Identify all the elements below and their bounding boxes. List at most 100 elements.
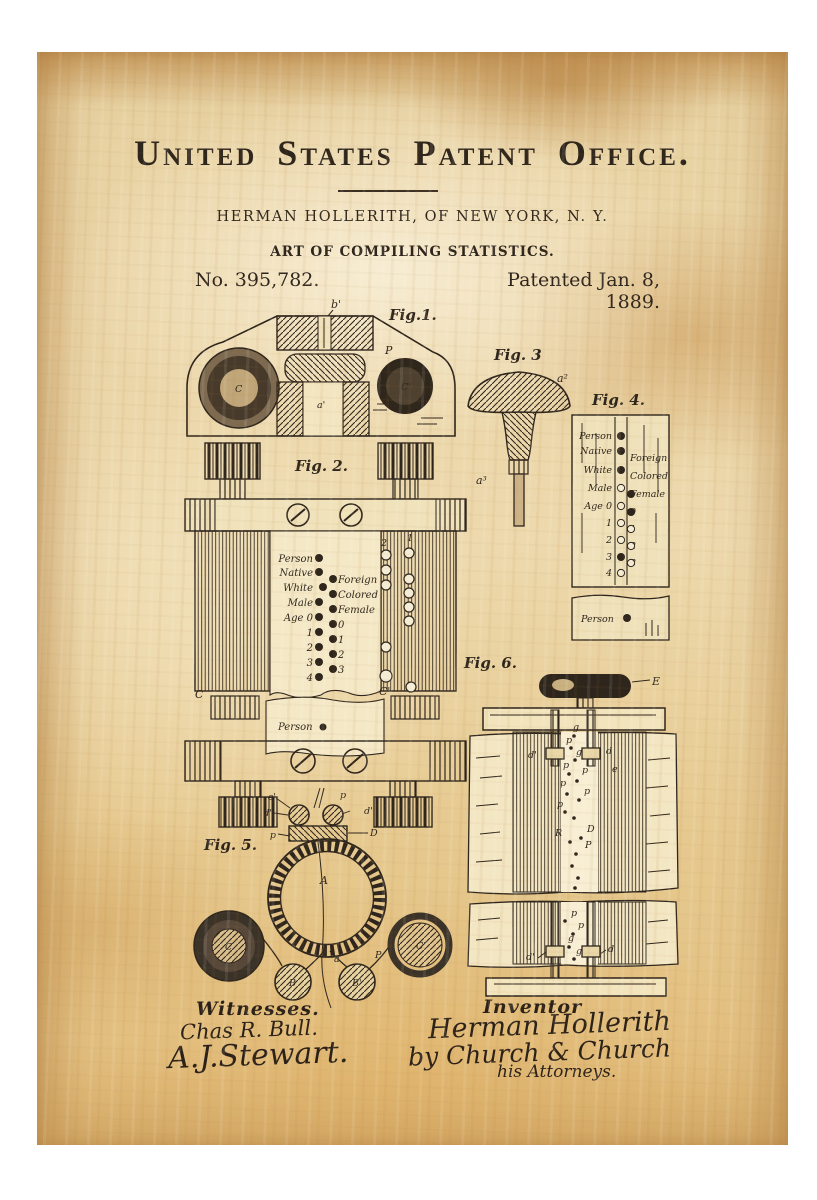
fig6-letter: D [586, 824, 595, 835]
fig4-strip-label: 1 [606, 518, 612, 529]
witness-signature-2: A.J.Stewart. [167, 1034, 349, 1077]
fig2-strip-label: 1 [338, 635, 344, 646]
fig4-bottom-label: Person [580, 614, 614, 625]
fig2-strip-label: Foreign [337, 575, 377, 586]
fig4-strip-label: Native [579, 446, 612, 457]
fig6-upper-letters: g p g p p p p p D R P [554, 722, 595, 851]
fig5-ref-ring: A [319, 874, 328, 887]
fig1-ref-p: P [384, 344, 393, 357]
fig4-label: Fig. 4. [591, 391, 645, 409]
fig6-letter: g [576, 747, 582, 758]
figure-6-drawing: Fig. 6. E d' d e g p g p p [463, 654, 679, 997]
fig6-upper-dots [563, 734, 583, 890]
fig2-strip-label: Female [337, 605, 375, 616]
inventor-line: HERMAN HOLLERITH, OF NEW YORK, N. Y. [216, 209, 609, 225]
fig4-strip-label: Female [629, 489, 665, 500]
fig1-ref-c1: C' [401, 382, 411, 393]
fig6-letter: p [578, 920, 584, 931]
fig2-strip-label: 2 [337, 650, 344, 661]
fig6-letter: p [584, 786, 590, 797]
fig6-ref-e: E [651, 675, 660, 688]
title-divider [338, 190, 438, 192]
fig5-ref-c: C [225, 942, 233, 953]
fig6-ref-d1-lower: d' [526, 952, 535, 963]
figure-5-drawing: Fig. 5. e' p d' d' p D A C [193, 787, 453, 1009]
fig3-ref-a3: a³ [476, 474, 487, 487]
fig6-letter: P [584, 840, 592, 851]
fig6-letter: g [573, 722, 579, 733]
fig6-ref-d1: d' [528, 750, 537, 761]
fig2-strip-label: Age 0 [283, 613, 314, 624]
fig2-strip-label: Colored [338, 590, 378, 601]
fig5-ref-d-left: d' [263, 808, 272, 819]
fig5-ref-b1: B' [351, 978, 362, 989]
fig2-strip-label: 1 [307, 628, 313, 639]
fig2-punch-holes [315, 554, 337, 681]
fig6-label: Fig. 6. [463, 654, 517, 672]
fig2-strip-label: 2 [306, 643, 313, 654]
inventor-heading: Inventor [483, 996, 583, 1018]
fig5-ref-p-top: p [340, 790, 346, 801]
patent-title: ART OF COMPILING STATISTICS. [270, 244, 555, 260]
fig5-ref-b: B [288, 978, 296, 989]
fig6-ref-e2: e [612, 764, 618, 775]
patent-date: Patented Jan. 8, 1889. [507, 269, 660, 313]
page-title: United States Patent Office. [134, 133, 691, 173]
fig1-label: Fig.1. [388, 306, 437, 324]
fig1-ref-b1: b' [331, 298, 341, 311]
fig6-letter: p [560, 778, 566, 789]
fig2-bottom-label: Person [277, 722, 313, 733]
fig4-strip-label: Male [587, 483, 612, 494]
fig5-ref-p-left: p [270, 830, 276, 841]
fig6-letter: p [563, 760, 569, 771]
fig5-ref-block: D [369, 828, 378, 839]
fig1-ref-a1: a' [317, 400, 325, 411]
fig6-letter: p [571, 908, 577, 919]
fig4-strip-label: Foreign [629, 453, 667, 464]
fig2-label: Fig. 2. [294, 457, 348, 475]
fig3-ref-a2: a² [557, 372, 568, 385]
figure-4-drawing: Fig. 4. Person Native White Male Age 0 1… [571, 391, 670, 641]
fig4-strip-label: Age 0 [583, 501, 612, 512]
fig1-ref-c: C [235, 384, 243, 395]
fig2-strip-label: 0 [338, 620, 345, 631]
fig4-strip-label: 4 [605, 568, 612, 579]
fig6-lower-letters: p p g g [568, 908, 584, 957]
figure-2-drawing: Fig. 2. b' Person Native White Male Age … [184, 442, 467, 828]
fig6-ref-d: d [606, 746, 612, 757]
witnesses-heading: Witnesses. [196, 998, 320, 1020]
fig5-ref-e1: e' [268, 792, 276, 803]
fig2-col1-label: 1 [407, 533, 413, 544]
fig4-strip-label: White [584, 465, 613, 476]
fig4-strip-label: 2 [605, 535, 612, 546]
fig6-ref-d-lower: d [608, 944, 614, 955]
fig2-strip-label: White [283, 583, 313, 594]
fig5-ref-d-right: d' [364, 806, 373, 817]
fig6-letter: p [566, 735, 572, 746]
fig5-ref-a: a [334, 954, 340, 965]
fig2-strip-label: 3 [338, 665, 344, 676]
fig2-strip-label: 3 [307, 658, 313, 669]
fig4-strip-label: 3 [606, 552, 612, 563]
fig6-letter: p [557, 799, 563, 810]
fig2-strip-label: Person [277, 554, 313, 565]
fig2-col2-label: 2 [380, 538, 387, 549]
fig3-label: Fig. 3 [493, 346, 542, 364]
fig4-strip-label: Person [578, 431, 612, 442]
fig6-letter: g [568, 933, 574, 944]
fig5-label: Fig. 5. [203, 836, 257, 854]
fig4-punched-holes [617, 432, 635, 561]
fig2-strip-label: Native [279, 568, 314, 579]
figure-1-drawing: Fig.1. b' C C' P a' [186, 298, 456, 437]
fig4-strip-label: Colored [630, 471, 668, 482]
patent-number: No. 395,782. [195, 269, 320, 291]
fig5-ref-belt: P [374, 950, 382, 961]
fig6-letter: p [582, 765, 588, 776]
attorneys-line: his Attorneys. [497, 1062, 617, 1082]
fig4-open-holes [616, 483, 636, 578]
fig6-letter: R [554, 828, 562, 839]
fig2-strip-label: 4 [306, 673, 313, 684]
fig5-ref-c1: C' [416, 941, 426, 952]
fig2-guide-holes [379, 547, 417, 693]
